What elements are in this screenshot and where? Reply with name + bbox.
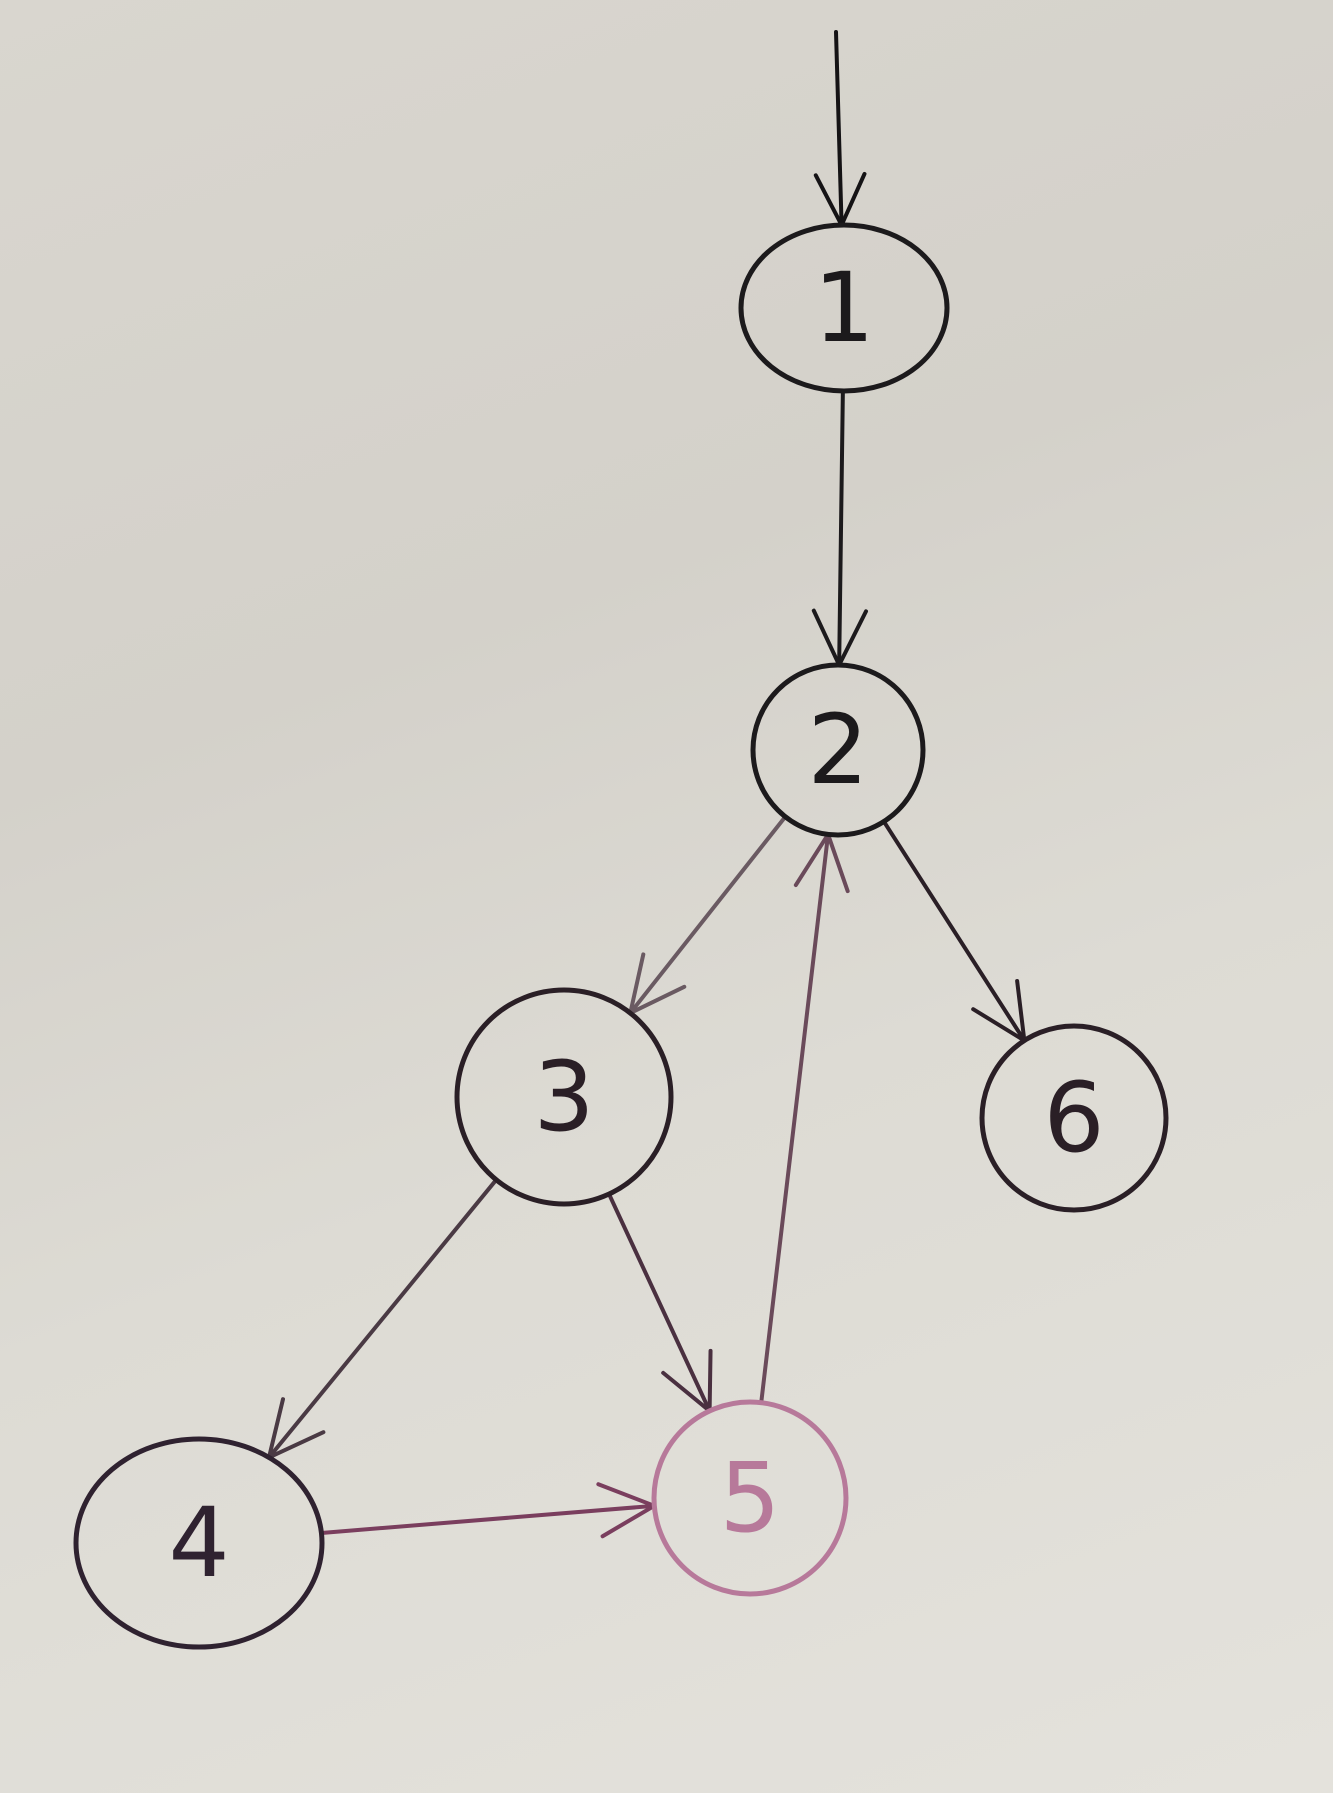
edge-line: [266, 1177, 499, 1460]
node-5: 5: [651, 1399, 849, 1597]
node-circle: [979, 1023, 1169, 1213]
node-label: 3: [533, 1041, 594, 1153]
node-label: 4: [168, 1487, 229, 1599]
node-label: 5: [719, 1442, 780, 1554]
node-label: 6: [1043, 1062, 1104, 1174]
edge-line: [759, 832, 831, 1405]
node-4: 4: [73, 1436, 325, 1650]
node-circle: [651, 1399, 849, 1597]
edge-line: [607, 1192, 712, 1413]
edge-1-to-2: [811, 388, 868, 668]
node-label: 2: [807, 694, 868, 806]
node-2: 2: [750, 662, 926, 838]
node-1: 1: [738, 222, 950, 394]
edge-line: [881, 819, 1027, 1043]
edge-3-to-5: [607, 1192, 713, 1413]
edge-2-to-6: [881, 819, 1027, 1043]
edges-layer: [266, 30, 1027, 1539]
edge-start-to-1: [813, 30, 867, 228]
edge-5-to-2: [759, 832, 850, 1405]
node-circle: [738, 222, 950, 394]
edge-line: [837, 388, 845, 668]
edge-3-to-4: [266, 1177, 499, 1460]
nodes-layer: 1 2 3 4 5 6: [73, 222, 1169, 1650]
edge-4-to-5: [319, 1482, 657, 1539]
edge-line: [834, 30, 844, 228]
edge-2-to-3: [628, 814, 788, 1016]
edge-line: [319, 1503, 657, 1536]
edge-line: [628, 814, 788, 1016]
node-6: 6: [979, 1023, 1169, 1213]
node-label: 1: [813, 252, 874, 364]
node-circle: [73, 1436, 325, 1650]
node-circle: [750, 662, 926, 838]
node-circle: [454, 987, 674, 1207]
node-3: 3: [454, 987, 674, 1207]
